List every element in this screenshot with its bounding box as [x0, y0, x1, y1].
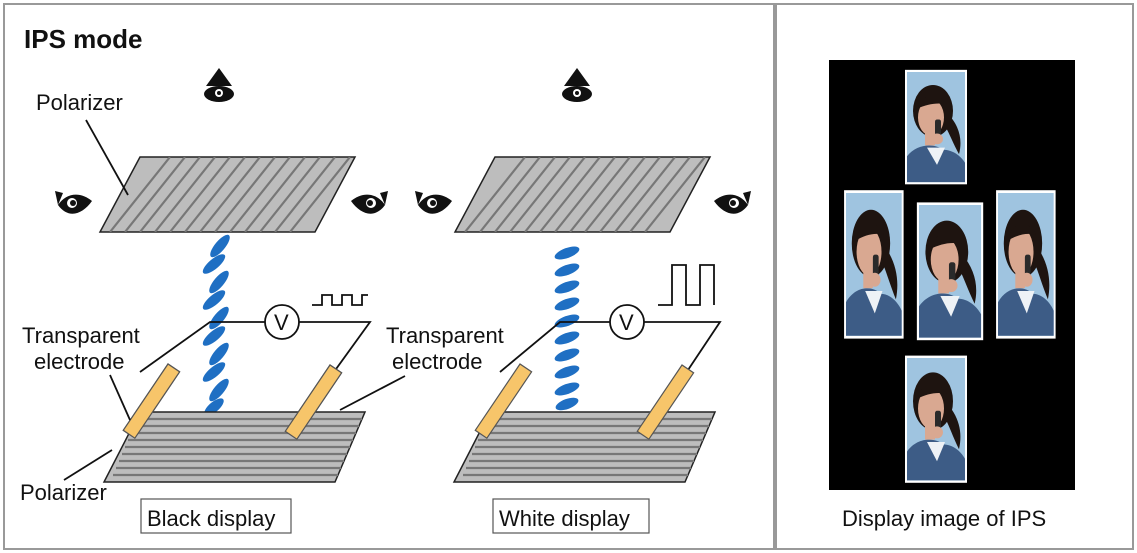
- display-image-caption: Display image of IPS: [842, 506, 1046, 531]
- voltmeter-label: V: [619, 310, 634, 335]
- high-voltage-waveform: [658, 264, 715, 306]
- voltmeter-label: V: [274, 310, 289, 335]
- portrait-center: [916, 202, 984, 341]
- transparent-electrode-left: [474, 363, 533, 439]
- circuit-black: V: [139, 294, 372, 413]
- polarizer-top-leader: [85, 119, 129, 196]
- portrait-right: [996, 190, 1056, 339]
- white-display-box: [492, 498, 650, 534]
- white-display-diagram: V White display: [415, 68, 751, 534]
- electrode-right-label-line2: electrode: [392, 349, 483, 374]
- portrait-top: [905, 69, 967, 185]
- polarizer-bottom-leader: [63, 449, 113, 481]
- viewer-eye-right-icon: [351, 191, 388, 214]
- polarizer-bottom-label: Polarizer: [20, 480, 107, 505]
- ips-display-photo: [829, 60, 1075, 490]
- electrode-right-leader: [339, 375, 406, 411]
- panel-title: IPS mode: [24, 24, 142, 54]
- electrode-left-label-line2: electrode: [34, 349, 125, 374]
- black-display-label: Black display: [147, 506, 275, 531]
- right-panel-border: [775, 3, 1134, 550]
- black-display-diagram: V Black display: [55, 68, 388, 534]
- portrait-left: [844, 190, 904, 339]
- viewer-eye-top-icon: [204, 68, 234, 102]
- lc-aligned-white: [554, 246, 580, 411]
- circuit-white: V: [499, 264, 722, 413]
- viewer-eye-left-icon: [55, 191, 92, 214]
- viewer-eye-left-icon: [415, 191, 452, 214]
- transparent-electrode-left-front: [122, 363, 181, 439]
- polarizer-top-label: Polarizer: [36, 90, 123, 115]
- black-display-box: [140, 498, 292, 534]
- electrode-right-label-line1: Transparent: [386, 323, 504, 348]
- top-polarizer: [98, 156, 357, 233]
- transparent-electrode-right-front: [284, 364, 343, 440]
- top-polarizer: [453, 156, 712, 233]
- bottom-polarizer: [102, 411, 367, 483]
- transparent-electrode-right: [636, 364, 695, 440]
- viewer-eye-top-icon: [562, 68, 592, 102]
- viewer-eye-right-icon: [714, 191, 751, 214]
- lc-helix-black: [202, 234, 230, 416]
- portrait-bottom: [905, 355, 967, 483]
- left-panel-border: [3, 3, 775, 550]
- electrode-left-label-line1: Transparent: [22, 323, 140, 348]
- low-voltage-waveform: [312, 294, 368, 306]
- white-display-label: White display: [499, 506, 630, 531]
- electrode-left-leader: [109, 374, 131, 421]
